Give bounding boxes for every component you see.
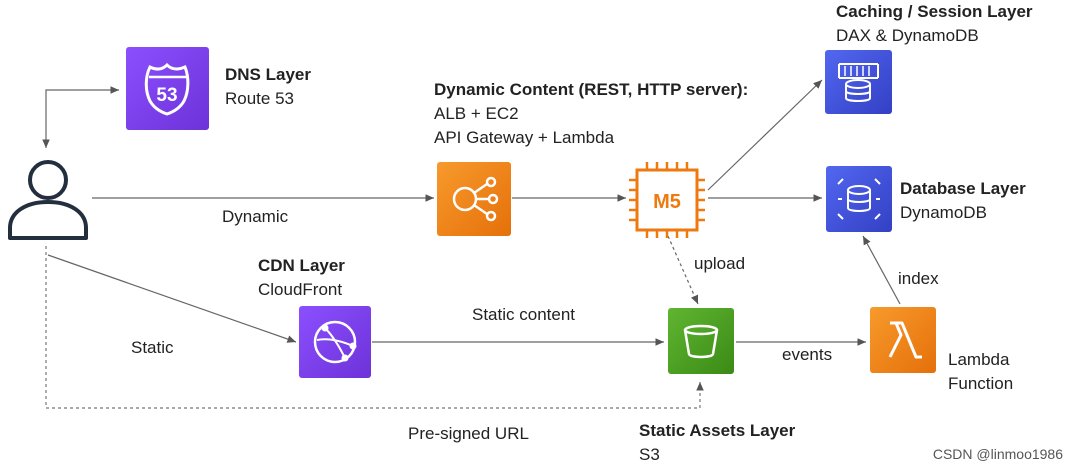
dns-layer-title: DNS Layer <box>225 65 311 84</box>
cloudfront-icon <box>299 306 371 378</box>
dns-layer-label: DNS Layer Route 53 <box>225 63 311 111</box>
edge-label-presigned-url: Pre-signed URL <box>408 424 529 443</box>
ec2-icon-text: M5 <box>653 191 681 213</box>
edge-label-static: Static <box>131 338 174 357</box>
edge-label-dynamic: Dynamic <box>222 207 289 226</box>
static-assets-layer-subtitle: S3 <box>639 445 660 464</box>
lambda-function-label: Lambda Function <box>948 348 1013 396</box>
edge-label-events: events <box>782 345 833 364</box>
route53-icon-text: 53 <box>156 85 177 106</box>
dax-icon <box>825 50 892 114</box>
user-icon <box>8 160 88 240</box>
caching-layer-label: Caching / Session Layer DAX & DynamoDB <box>836 0 1033 48</box>
route53-icon: 53 <box>126 47 209 130</box>
dynamic-content-line1: ALB + EC2 <box>434 104 519 123</box>
dynamic-content-label: Dynamic Content (REST, HTTP server): ALB… <box>434 78 748 150</box>
watermark: CSDN @linmoo1986 <box>932 446 1063 462</box>
edge-static <box>47 254 297 343</box>
database-layer-title: Database Layer <box>900 179 1026 198</box>
ec2-m5-icon: M5 <box>629 162 705 238</box>
lambda-icon <box>870 307 936 373</box>
edge-label-index: index <box>898 269 939 288</box>
dns-layer-subtitle: Route 53 <box>225 89 294 108</box>
s3-icon <box>668 308 734 374</box>
lambda-function-line2: Function <box>948 374 1014 393</box>
edge-index <box>862 235 901 305</box>
database-layer-label: Database Layer DynamoDB <box>900 177 1026 225</box>
edge-upload <box>667 235 699 305</box>
dynamic-content-line2: API Gateway + Lambda <box>434 128 615 147</box>
dynamic-content-title: Dynamic Content (REST, HTTP server): <box>434 80 749 99</box>
cdn-layer-label: CDN Layer CloudFront <box>258 254 345 302</box>
edge-ec2-caching <box>707 79 823 191</box>
edge-label-static-content: Static content <box>472 305 576 324</box>
cdn-layer-title: CDN Layer <box>258 256 345 275</box>
dynamodb-icon <box>826 166 892 232</box>
edge-user-dns <box>42 86 119 148</box>
edge-label-upload: upload <box>694 254 746 273</box>
database-layer-subtitle: DynamoDB <box>900 203 987 222</box>
static-assets-layer-title: Static Assets Layer <box>639 421 796 440</box>
lambda-function-line1: Lambda <box>948 350 1010 369</box>
edge-presigned <box>45 246 704 409</box>
cdn-layer-subtitle: CloudFront <box>258 280 343 299</box>
static-assets-layer-label: Static Assets Layer S3 <box>639 419 795 467</box>
load-balancer-icon <box>437 162 511 236</box>
caching-layer-title: Caching / Session Layer <box>836 2 1033 21</box>
caching-layer-subtitle: DAX & DynamoDB <box>836 26 979 45</box>
